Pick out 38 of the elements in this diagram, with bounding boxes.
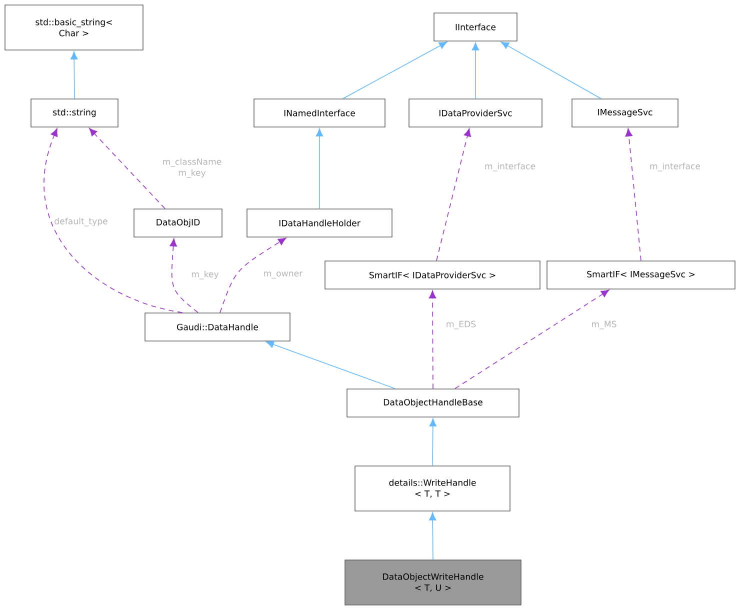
class-box: std::basic_string< Char >	[4, 4, 144, 50]
class-box: SmartIF< IDataProviderSvc >	[324, 260, 540, 290]
arrow	[436, 128, 471, 261]
class-box: DataObjectWriteHandle < T, U >	[344, 560, 522, 606]
class-box: IDataHandleHolder	[246, 208, 392, 238]
arrow	[70, 51, 78, 99]
arrow	[428, 512, 436, 560]
class-box: DataObjID	[134, 208, 222, 238]
arrow	[625, 128, 642, 261]
arrow	[428, 290, 436, 389]
edge-label: m_owner	[262, 270, 304, 280]
arrow	[89, 128, 166, 209]
arrow	[170, 238, 198, 313]
class-box: Gaudi::DataHandle	[144, 312, 290, 342]
arrow	[429, 418, 437, 466]
edge-label: m_MS	[590, 320, 618, 330]
class-box: IInterface	[434, 12, 518, 42]
arrow	[342, 42, 448, 99]
edge-label: m_key	[190, 270, 220, 280]
arrow	[500, 42, 602, 99]
edge-label: m_EDS	[444, 320, 478, 330]
arrow	[472, 42, 480, 99]
arrow	[316, 128, 324, 209]
edge-label: m_interface	[648, 162, 702, 172]
edge-label: m_interface	[483, 162, 537, 172]
arrow	[220, 238, 286, 313]
edge-label: default_type	[53, 216, 109, 228]
class-box: std::string	[30, 98, 118, 128]
arrow	[266, 340, 396, 389]
class-box: IDataProviderSvc	[408, 98, 542, 128]
arrow	[44, 128, 183, 313]
class-box: IMessageSvc	[572, 98, 678, 128]
class-box: details::WriteHandle < T, T >	[354, 466, 510, 512]
class-box: SmartIF< IMessageSvc >	[546, 260, 736, 290]
arrow	[454, 290, 610, 389]
edge-label: m_className m_key	[156, 157, 228, 179]
class-box: INamedInterface	[254, 98, 386, 128]
class-box: DataObjectHandleBase	[346, 388, 520, 418]
